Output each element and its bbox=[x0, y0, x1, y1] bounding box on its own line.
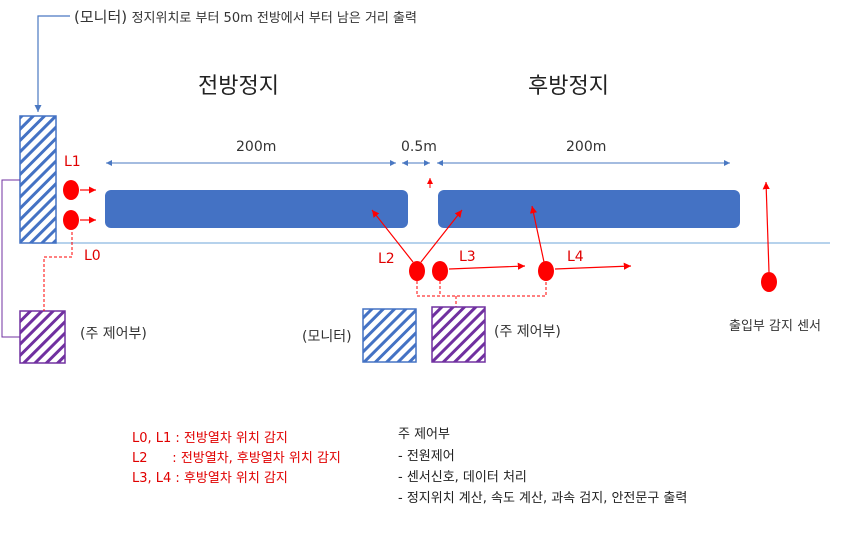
sensor-l1-label: L1 bbox=[64, 154, 81, 170]
sensor-wire-left bbox=[43, 232, 73, 311]
sensor-l3-label: L3 bbox=[459, 249, 476, 265]
dim-right-label: 200m bbox=[566, 139, 607, 155]
monitor-left bbox=[19, 115, 57, 244]
monitor-control-link bbox=[1, 179, 20, 338]
sensor-l4-beam-right bbox=[554, 262, 632, 270]
top-note-text: 정지위치로 부터 50m 전방에서 부터 남은 거리 출력 bbox=[131, 11, 417, 26]
main-control-info-item: - 전원제어 bbox=[398, 449, 455, 464]
sensor-l2-label: L2 bbox=[378, 251, 395, 267]
main-control-info-item: - 정지위치 계산, 속도 계산, 과속 검지, 안전문구 출력 bbox=[398, 491, 688, 506]
sensor-l0-label: L0 bbox=[84, 248, 101, 264]
sensor-l3 bbox=[432, 261, 448, 281]
main-control-left-label: (주 제어부) bbox=[80, 326, 147, 342]
top-note-prefix: (모니터) bbox=[74, 8, 128, 26]
legend-l3-l4: L3, L4 : 후방열차 위치 감지 bbox=[132, 471, 288, 486]
entrance-sensor-label: 출입부 감지 센서 bbox=[729, 319, 821, 334]
main-control-info-item: - 센서신호, 데이터 처리 bbox=[398, 470, 527, 485]
sensor-l2-beam-front bbox=[371, 209, 414, 263]
monitor-mid-label: (모니터) bbox=[302, 329, 352, 345]
legend-l0-l1: L0, L1 : 전방열차 위치 감지 bbox=[132, 431, 288, 446]
sensor-l2 bbox=[409, 261, 425, 281]
sensor-l1 bbox=[63, 180, 79, 200]
section-rear-label: 후방정지 bbox=[528, 74, 609, 99]
sensor-l0 bbox=[63, 210, 79, 230]
legend-l2: L2 : 전방열차, 후방열차 위치 감지 bbox=[132, 451, 341, 466]
main-control-mid bbox=[431, 306, 486, 363]
dim-left-label: 200m bbox=[236, 139, 277, 155]
monitor-mid bbox=[362, 308, 417, 363]
section-front-label: 전방정지 bbox=[198, 74, 279, 99]
sensor-wire-mid bbox=[416, 281, 547, 297]
top-note-leader bbox=[34, 15, 70, 112]
rear-train bbox=[438, 190, 740, 228]
sensor-l3-beam bbox=[448, 262, 526, 270]
main-control-left bbox=[19, 310, 66, 364]
entrance-sensor bbox=[761, 272, 777, 292]
sensor-l4-beam-up bbox=[529, 205, 545, 263]
sensor-l2-beam-rear bbox=[420, 209, 463, 263]
sensor-l4-label: L4 bbox=[567, 249, 584, 265]
entrance-sensor-beam bbox=[762, 181, 770, 273]
dim-gap-label: 0.5m bbox=[401, 139, 437, 155]
top-note: (모니터) 정지위치로 부터 50m 전방에서 부터 남은 거리 출력 bbox=[74, 8, 417, 26]
front-train bbox=[105, 190, 408, 228]
main-control-info-title: 주 제어부 bbox=[398, 427, 450, 442]
main-control-mid-label: (주 제어부) bbox=[494, 324, 561, 340]
sensor-l4 bbox=[538, 261, 554, 281]
